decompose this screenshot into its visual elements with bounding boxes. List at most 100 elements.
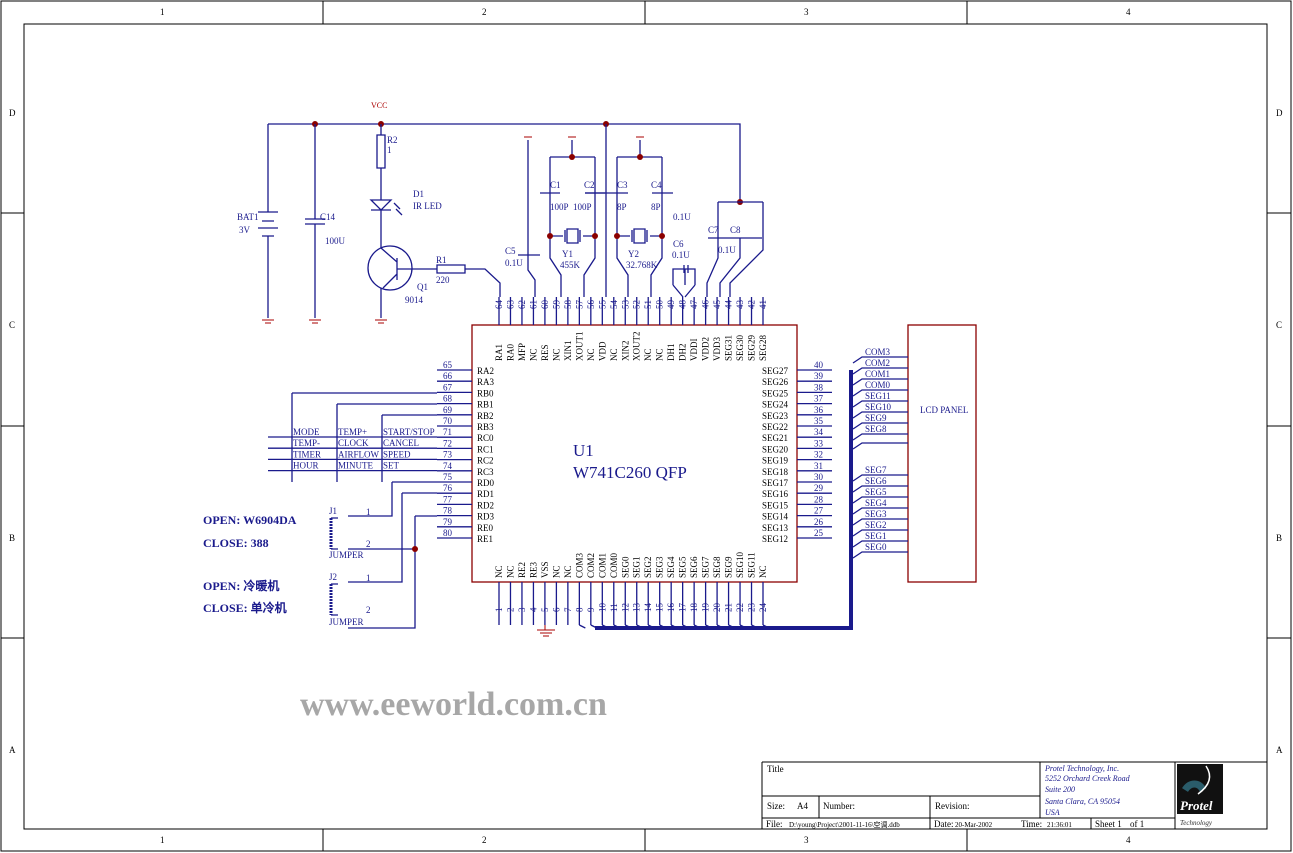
j2-open-note: OPEN: 冷暖机 [203,578,279,593]
pin-name: SEG15 [762,500,789,510]
ic-pin[interactable]: 6NC [551,565,561,625]
ic-pin[interactable]: 2NC [505,565,515,625]
pin-name: SEG17 [762,478,789,488]
vcc-label: VCC [371,101,387,110]
lcd-net-label: COM1 [865,369,890,379]
pin-name: RE0 [477,523,494,533]
ic-pin[interactable]: 7NC [563,565,573,625]
ic-pin[interactable]: 1NC [494,565,504,625]
lcd-panel[interactable]: LCD PANEL [907,324,977,583]
keypad-key-label: TEMP- [293,438,320,448]
lcd-net-label: SEG3 [865,509,887,519]
j1-type: JUMPER [329,550,364,560]
ic-u1[interactable]: U1 W741C260 QFP 64RA163RA062MFP61NC60RES… [437,297,832,629]
pin-number: 44 [724,300,734,310]
pin-number: 63 [505,300,515,310]
pin-number: 10 [597,603,607,613]
r2-value: 1 [387,145,392,155]
pin-number: 3 [517,607,527,612]
pin-name: NC [758,565,768,578]
pin-number: 26 [814,517,824,527]
pin-name: NC [643,348,653,361]
keypad-key-label: START/STOP [383,427,435,437]
